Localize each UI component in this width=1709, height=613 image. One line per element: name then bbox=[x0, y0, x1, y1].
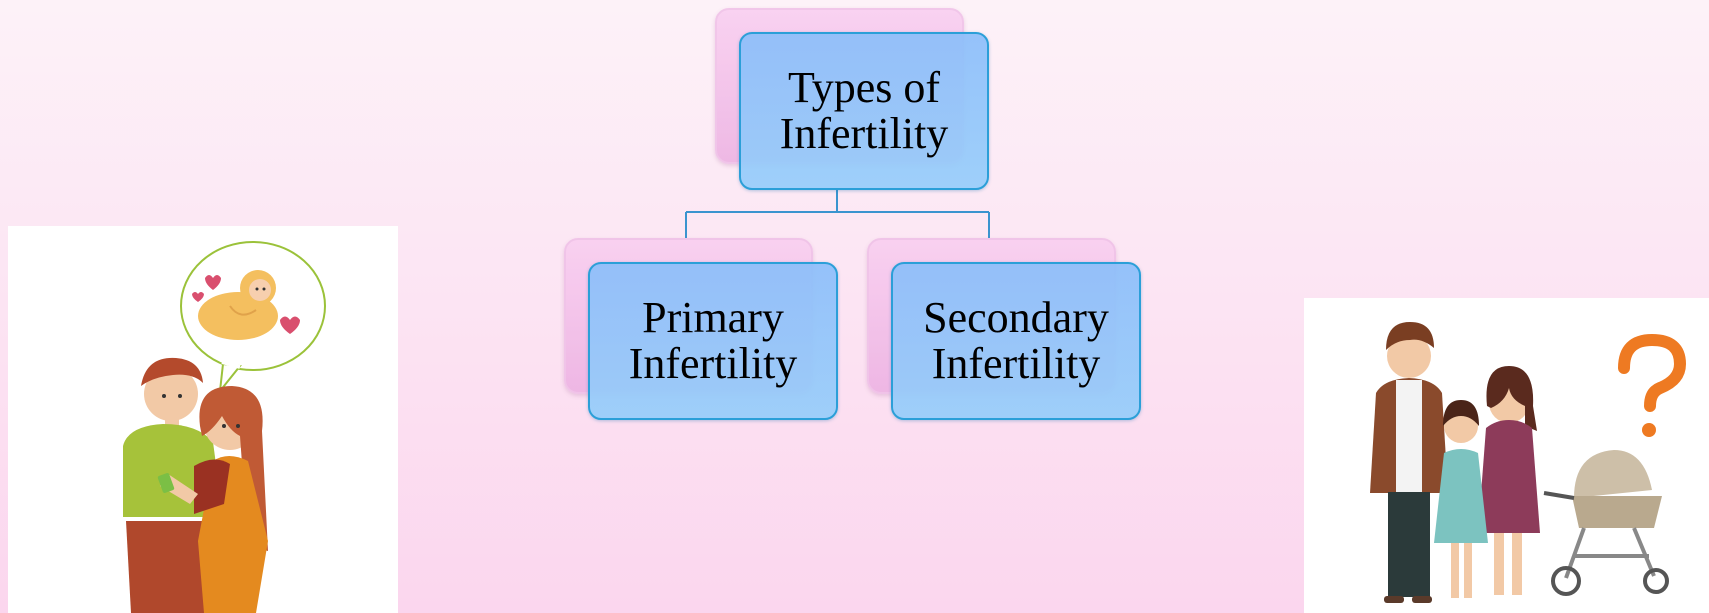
couple-image bbox=[123, 241, 326, 613]
family-image bbox=[1370, 322, 1687, 603]
primary-node-box: Primary Infertility bbox=[588, 262, 838, 420]
root-node-box: Types of Infertility bbox=[739, 32, 989, 190]
secondary-node-label: Secondary Infertility bbox=[923, 293, 1109, 388]
family-stroller-illustration bbox=[1304, 298, 1709, 613]
worried-couple-illustration bbox=[8, 226, 398, 613]
root-node-label: Types of Infertility bbox=[779, 63, 949, 158]
primary-node-label: Primary Infertility bbox=[628, 293, 798, 388]
secondary-node-box: Secondary Infertility bbox=[891, 262, 1141, 420]
